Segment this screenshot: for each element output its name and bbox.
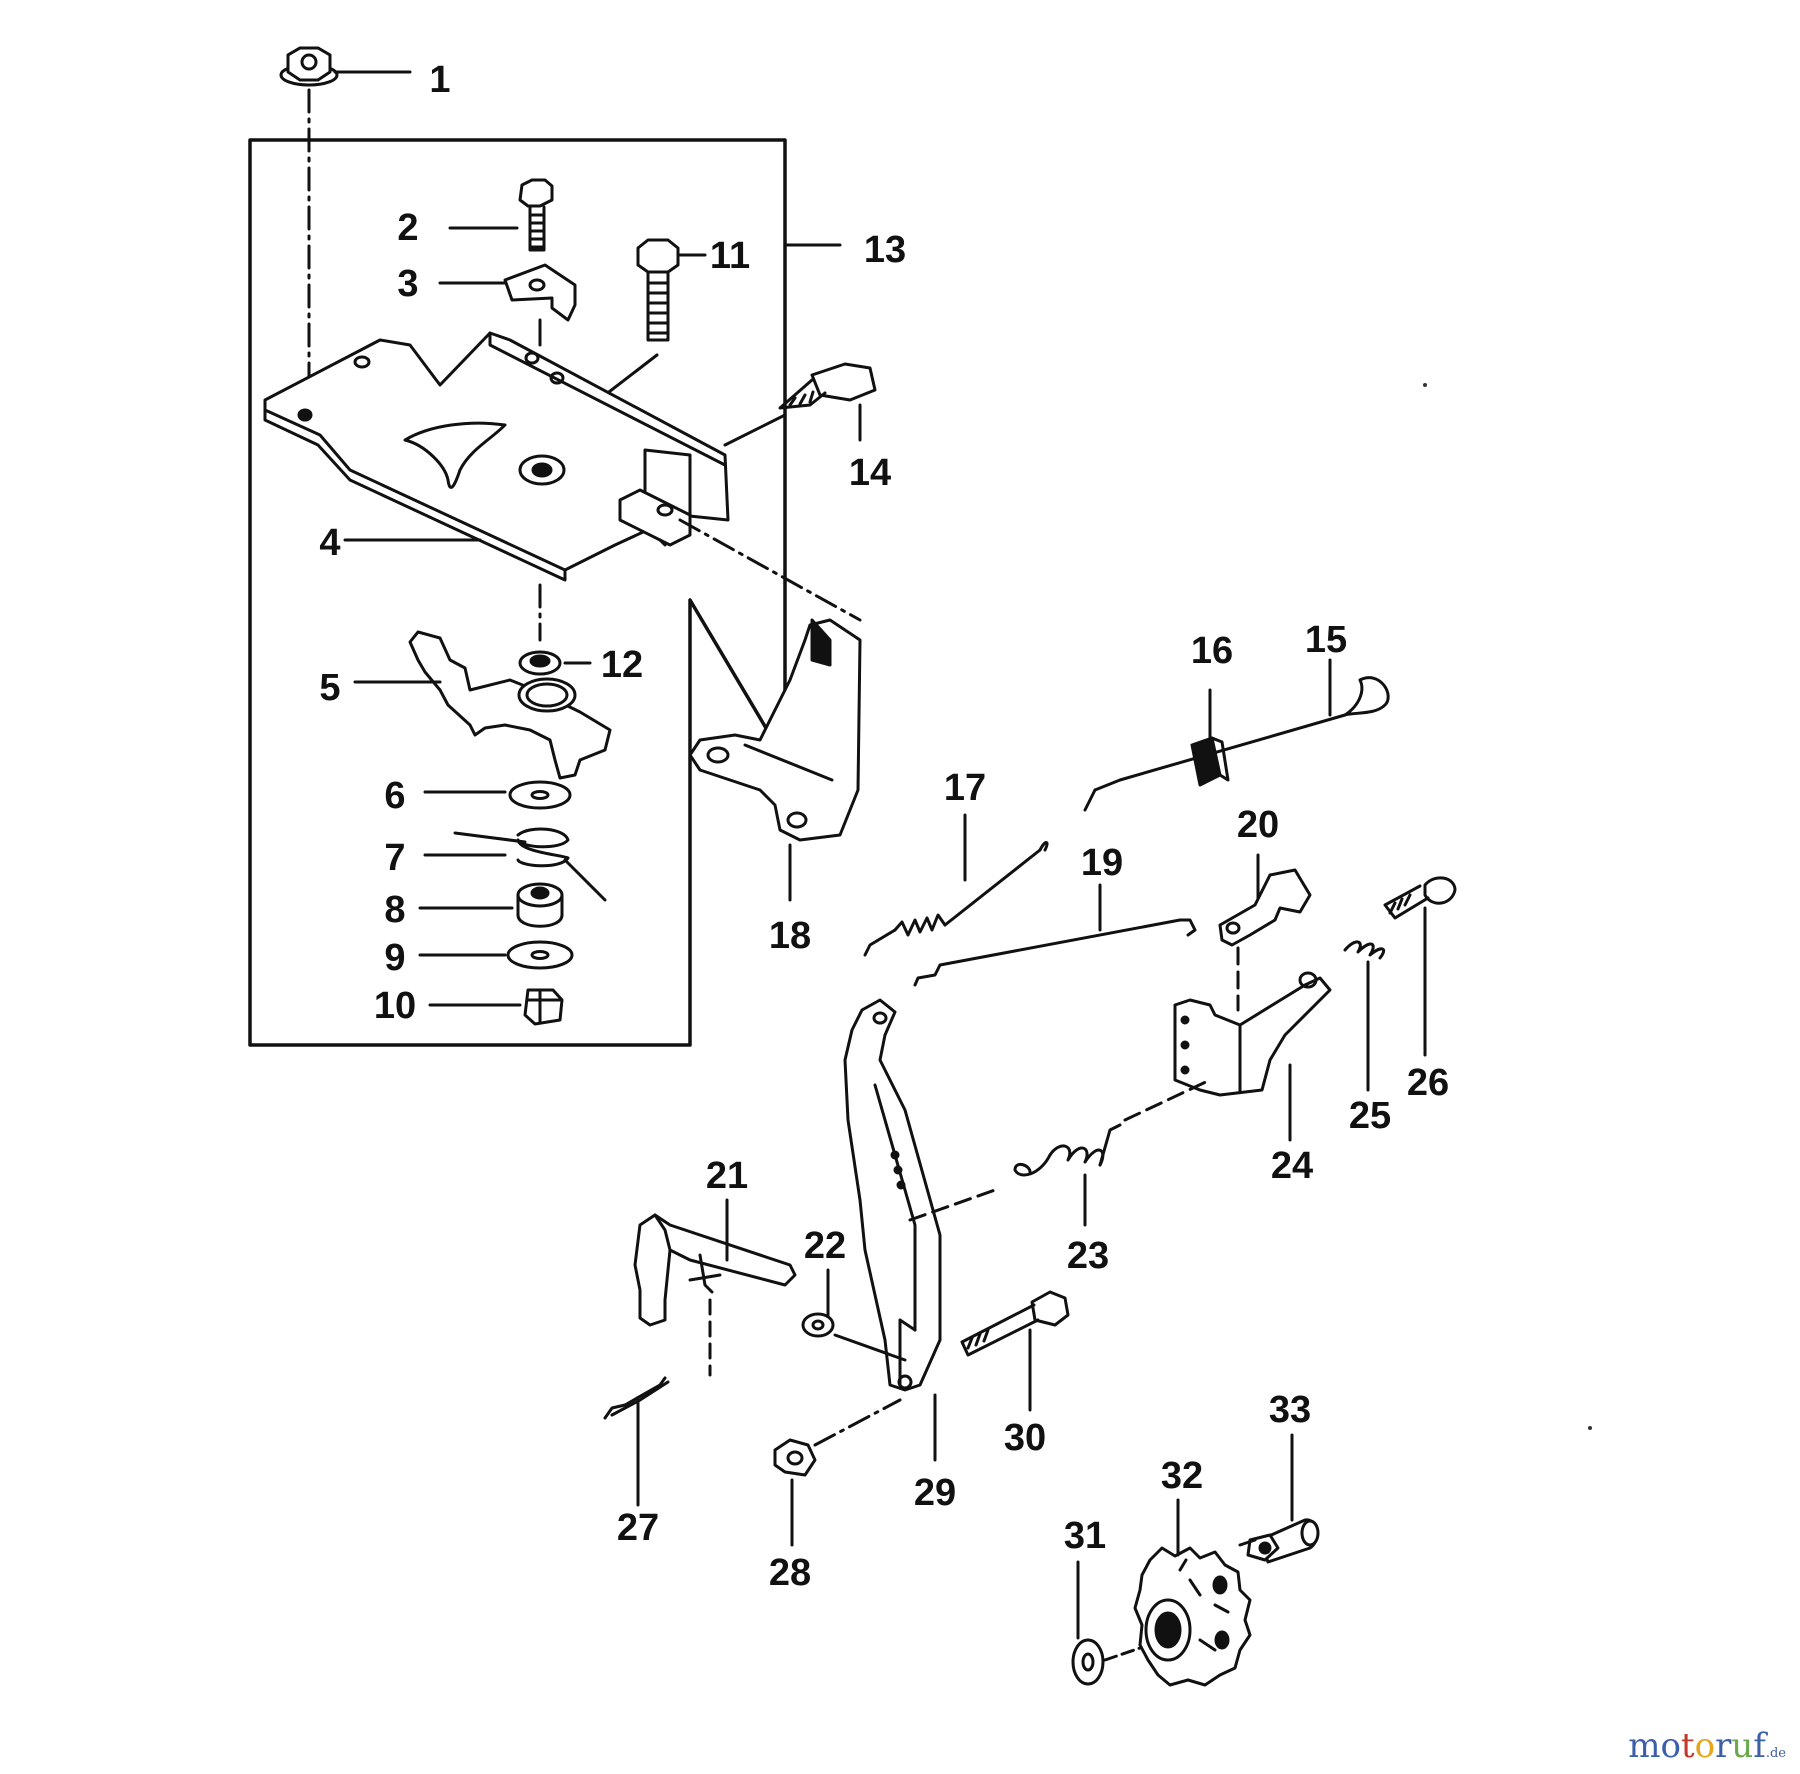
callout-10: 10 xyxy=(374,985,416,1027)
part-17-spring xyxy=(863,841,1049,957)
callout-9: 9 xyxy=(384,937,405,979)
watermark-letter: t xyxy=(1680,1726,1695,1766)
part-16-clip xyxy=(1190,736,1230,787)
callout-18: 18 xyxy=(769,915,811,957)
part-32-sprocket xyxy=(1133,1546,1252,1687)
watermark-letter: r xyxy=(1715,1726,1732,1766)
callout-27: 27 xyxy=(617,1507,659,1549)
part-12-washer xyxy=(518,650,562,676)
callout-3: 3 xyxy=(397,263,418,305)
dashdot-28 xyxy=(813,1398,902,1447)
callout-16: 16 xyxy=(1191,630,1233,672)
part-24-bracket xyxy=(1173,971,1332,1097)
part-21-shift-arm xyxy=(633,1213,797,1327)
callout-17: 17 xyxy=(944,767,986,809)
callout-11: 11 xyxy=(710,235,750,277)
callout-28: 28 xyxy=(769,1552,811,1594)
callout-20: 20 xyxy=(1237,804,1279,846)
watermark-letter: o xyxy=(1694,1726,1716,1766)
part-4-base-plate xyxy=(263,331,730,582)
callout-5: 5 xyxy=(319,667,340,709)
part-10-nut xyxy=(523,988,564,1026)
part-1-flange-nut xyxy=(279,46,339,87)
dashdot-plate-18 xyxy=(678,518,862,622)
dash-23-24 xyxy=(1123,1078,1212,1122)
callout-32: 32 xyxy=(1161,1455,1203,1497)
watermark-letters: motoruf xyxy=(1628,1726,1766,1766)
callout-22: 22 xyxy=(804,1225,846,1267)
callout-25: 25 xyxy=(1349,1095,1391,1137)
part-33-shaft xyxy=(1238,1518,1320,1564)
part-15-rod xyxy=(1083,676,1390,812)
watermark-letter: u xyxy=(1731,1726,1754,1766)
part-main-lever xyxy=(843,998,942,1392)
callout-2: 2 xyxy=(397,207,418,249)
part-19-link-rod xyxy=(913,918,1197,987)
part-25-spring xyxy=(1343,940,1386,960)
stray-dot xyxy=(1423,383,1427,387)
part-18-bracket xyxy=(688,618,862,842)
part-31-washer xyxy=(1071,1638,1105,1686)
callout-30: 30 xyxy=(1004,1417,1046,1459)
part-8-bushing xyxy=(516,882,564,928)
callout-14: 14 xyxy=(849,452,891,494)
dash-lever-23 xyxy=(908,1188,997,1222)
motoruf-watermark-logo: motoruf.de xyxy=(1628,1726,1786,1766)
callout-21: 21 xyxy=(706,1155,748,1197)
part-11-long-bolt xyxy=(538,238,680,447)
callout-33: 33 xyxy=(1269,1389,1311,1431)
part-26-bolt xyxy=(1383,876,1457,920)
leader-22-b xyxy=(833,1333,907,1362)
callout-13: 13 xyxy=(864,229,906,271)
part-6-washer xyxy=(508,780,572,810)
part-27-cotter-pin xyxy=(603,1376,670,1420)
part-22-washer xyxy=(801,1312,835,1338)
part-3-clip-plate xyxy=(503,263,577,347)
part-7-spring xyxy=(453,827,607,902)
callout-31: 31 xyxy=(1064,1515,1106,1557)
callout-15: 15 xyxy=(1305,619,1347,661)
callout-26: 26 xyxy=(1407,1062,1449,1104)
callout-6: 6 xyxy=(384,775,405,817)
callout-19: 19 xyxy=(1081,842,1123,884)
callout-8: 8 xyxy=(384,889,405,931)
watermark-letter: m xyxy=(1628,1726,1661,1766)
subassembly-13-frame xyxy=(248,138,787,1047)
callout-4: 4 xyxy=(319,522,340,564)
callout-24: 24 xyxy=(1271,1145,1313,1187)
part-9-washer xyxy=(506,940,574,970)
part-2-bolt xyxy=(518,178,554,252)
watermark-letter: f xyxy=(1753,1726,1766,1766)
stray-dot xyxy=(1588,1426,1592,1430)
part-5-lever xyxy=(408,630,612,780)
part-14-bolt xyxy=(778,362,877,410)
part-30-bolt xyxy=(960,1290,1070,1357)
part-28-nut xyxy=(773,1438,817,1477)
callout-29: 29 xyxy=(914,1472,956,1514)
watermark-suffix: .de xyxy=(1765,1746,1786,1761)
dash-31-32 xyxy=(1103,1646,1142,1662)
leader-14-bracket xyxy=(723,413,787,447)
callout-23: 23 xyxy=(1067,1235,1109,1277)
callout-1: 1 xyxy=(429,59,450,101)
callout-12: 12 xyxy=(601,644,643,686)
part-23-spring xyxy=(1013,1123,1122,1177)
callout-7: 7 xyxy=(384,837,405,879)
watermark-letter: o xyxy=(1660,1726,1681,1766)
part-20-lever xyxy=(1218,868,1312,947)
